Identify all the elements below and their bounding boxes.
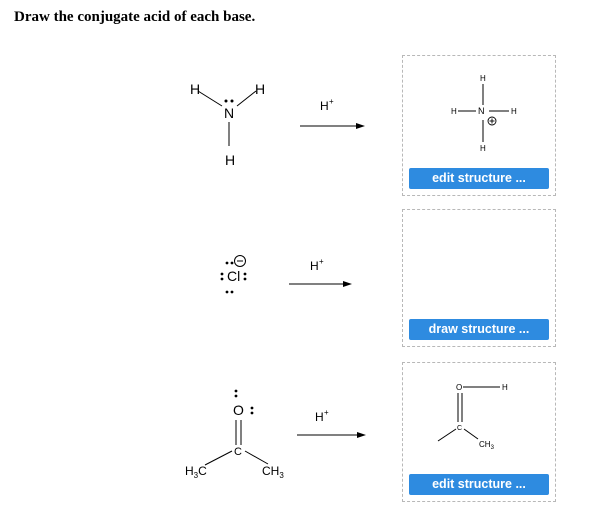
reagent-label: H [310, 259, 319, 273]
answer-box-2[interactable]: draw structure ... [402, 209, 556, 347]
atom-h: H [480, 74, 486, 83]
lone-pair-dot [234, 394, 238, 398]
atom-h: H [451, 107, 457, 116]
positive-charge-icon [487, 116, 497, 126]
lone-pair-dot [250, 406, 254, 410]
c-c-bond [204, 450, 233, 466]
draw-structure-button[interactable]: draw structure ... [409, 319, 549, 340]
reagent-label: H [320, 99, 329, 113]
lone-pair-dot [224, 99, 228, 103]
atom-c: C [457, 425, 462, 432]
atom-o: O [233, 402, 244, 418]
reagent-label: H [315, 410, 324, 424]
ammonium-structure: H H H H N [451, 74, 517, 153]
atom-h: H [190, 81, 200, 97]
n-h-bond [236, 90, 257, 107]
atom-c: C [234, 446, 242, 458]
negative-charge-icon [234, 255, 246, 267]
lone-pair-dot [220, 272, 224, 276]
acetone-structure: O C H3C CH3 [185, 389, 284, 480]
c-c-bond [463, 428, 479, 440]
arrow-head-icon [343, 281, 352, 287]
ammonia-structure: H H N H [190, 81, 265, 168]
answer-box-1[interactable]: H H H H N edit structure ... [402, 55, 556, 196]
atom-h: H [480, 144, 486, 153]
instruction-text: Draw the conjugate acid of each base. [14, 9, 256, 25]
lone-pair-dot [225, 261, 229, 265]
lone-pair-dot [243, 272, 247, 276]
edit-structure-button[interactable]: edit structure ... [409, 474, 549, 495]
lone-pair-dot [225, 290, 229, 294]
reagent-charge: + [319, 257, 324, 266]
lone-pair-dot [250, 411, 254, 415]
lone-pair-dot [220, 277, 224, 281]
edit-structure-button[interactable]: edit structure ... [409, 168, 549, 189]
methyl-group: CH3 [262, 464, 284, 480]
methyl-group: CH3 [479, 440, 495, 451]
atom-o: O [456, 383, 462, 392]
reagent-charge: + [324, 408, 329, 417]
answer-box-3[interactable]: O H C CH3 edit structure ... [402, 362, 556, 502]
atom-h: H [255, 81, 265, 97]
atom-h: H [225, 152, 235, 168]
lone-pair-dot [234, 389, 238, 393]
n-h-bond [197, 90, 223, 107]
methyl-group: H3C [185, 464, 207, 480]
arrow-head-icon [356, 123, 365, 129]
c-c-bond [244, 450, 269, 465]
lone-pair-dot [230, 99, 234, 103]
atom-h: H [511, 107, 517, 116]
reagent-charge: + [329, 97, 334, 106]
lone-pair-dot [230, 290, 234, 294]
lone-pair-dot [230, 261, 234, 265]
protonated-acetone-structure: O H C CH3 [437, 383, 508, 451]
atom-n: N [478, 106, 485, 116]
lone-pair-dot [243, 277, 247, 281]
arrow-head-icon [357, 432, 366, 438]
c-c-bond [437, 428, 457, 442]
atom-n: N [224, 105, 234, 121]
atom-h: H [502, 383, 508, 392]
chloride-structure: Cl [220, 255, 247, 294]
atom-cl: Cl [227, 268, 240, 284]
